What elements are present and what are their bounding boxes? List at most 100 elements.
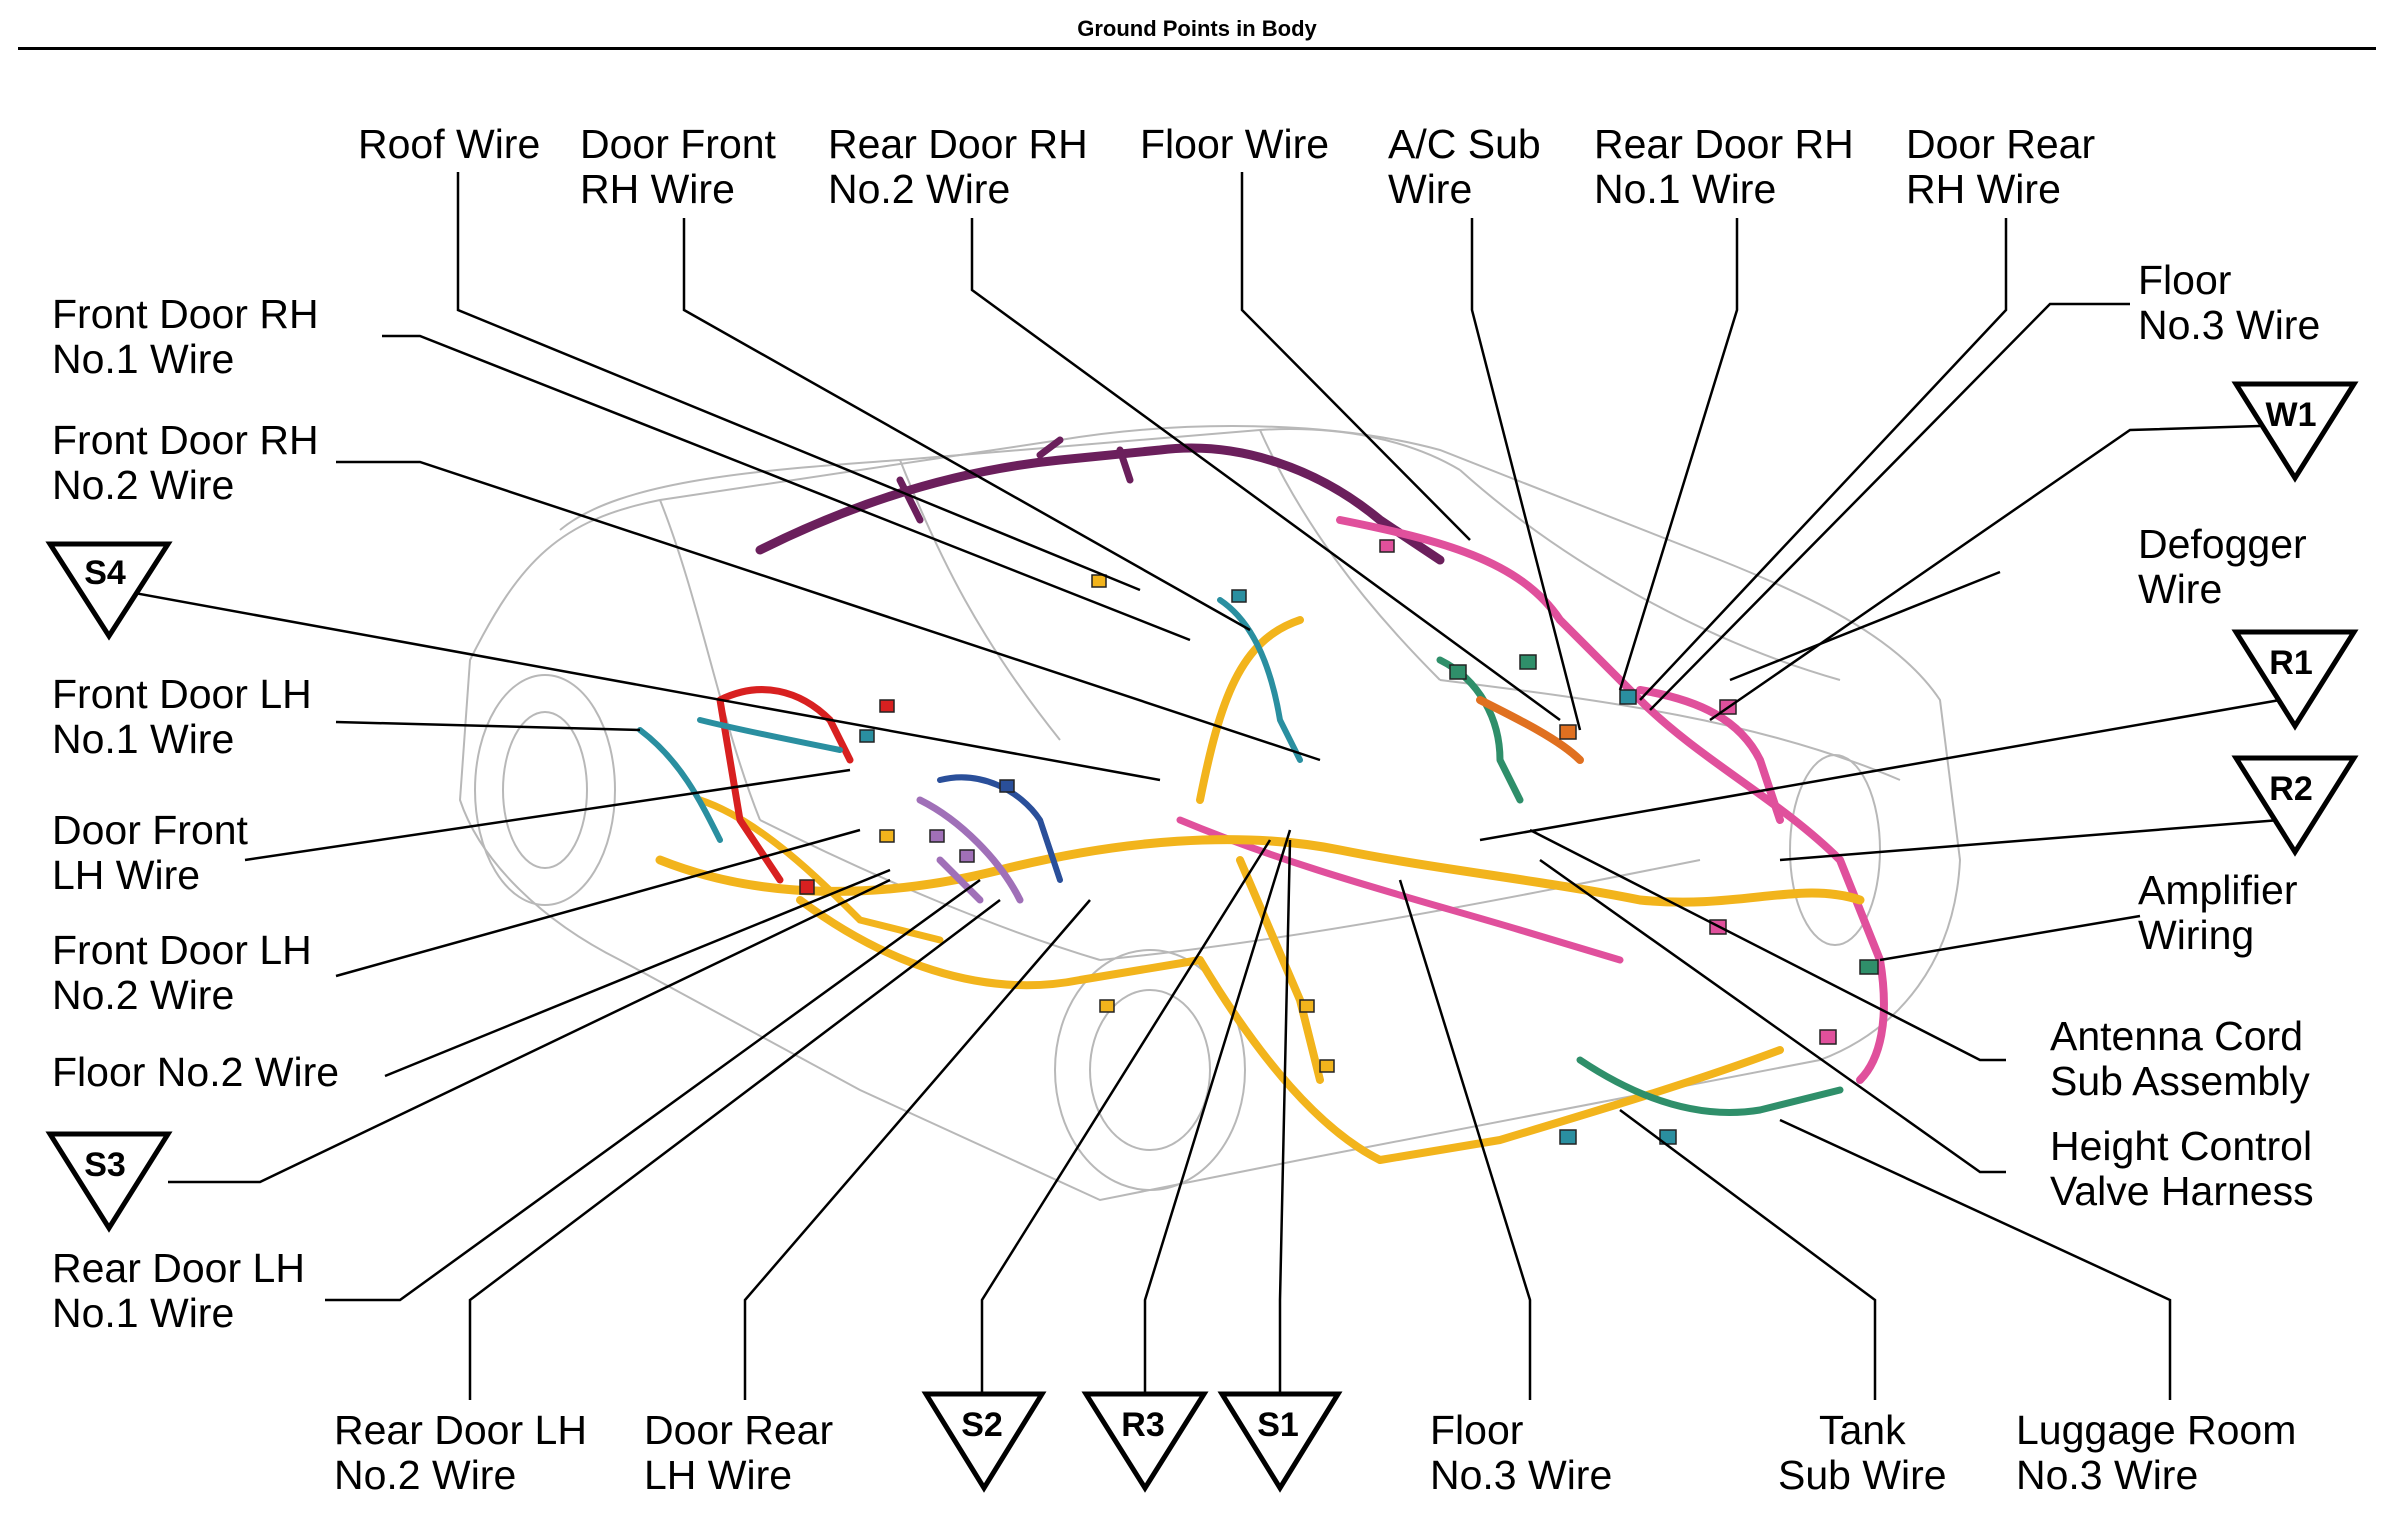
label-amplifier-wiring: Amplifier Wiring [2138,868,2297,958]
label-front-door-rh-no1-wire: Front Door RH No.1 Wire [52,292,319,382]
label-door-front-rh-wire: Door Front RH Wire [580,122,776,212]
floor-harness-pink [1336,516,1888,1084]
ground-label-s3: S3 [84,1146,126,1184]
label-line: No.3 Wire [2138,302,2321,348]
label-line: LH Wire [644,1452,793,1498]
label-line: LH Wire [52,852,201,898]
label-line: No.1 Wire [52,336,235,382]
label-floor-no3-wire-bottom: Floor No.3 Wire [1430,1408,1612,1498]
ground-point-r2: R2 [2231,755,2359,857]
label-line: No.1 Wire [52,1290,235,1336]
label-front-door-rh-no2-wire: Front Door RH No.2 Wire [52,418,319,508]
label-rear-door-rh-no2-wire: Rear Door RH No.2 Wire [828,122,1088,212]
title-rule [18,47,2376,50]
label-line: Rear Door LH [334,1407,587,1453]
label-line: Floor [2138,257,2232,303]
ground-point-r1: R1 [2231,629,2359,731]
label-door-front-lh-wire: Door Front LH Wire [52,808,248,898]
page-title: Ground Points in Body [1077,16,1317,41]
car-outline [458,425,1962,1202]
label-floor-no2-wire: Floor No.2 Wire [52,1050,339,1095]
label-door-rear-lh-wire: Door Rear LH Wire [644,1408,833,1498]
ground-point-s1: S1 [1217,1391,1343,1493]
ground-label-s1: S1 [1257,1406,1299,1444]
label-ac-sub-wire: A/C Sub Wire [1388,122,1541,212]
label-line: No.1 Wire [1594,166,1777,212]
label-line: Floor [1430,1407,1524,1453]
label-line: No.2 Wire [334,1452,517,1498]
label-roof-wire: Roof Wire [358,122,540,167]
label-line: Wire [1388,166,1473,212]
ground-label-r2: R2 [2269,770,2312,808]
label-line: Sub Assembly [2050,1058,2310,1104]
label-line: Door Rear [644,1407,834,1453]
roof-harness [755,443,1445,565]
label-rear-door-lh-no1-wire: Rear Door LH No.1 Wire [52,1246,305,1336]
label-front-door-lh-no2-wire: Front Door LH No.2 Wire [52,928,312,1018]
pink-harness-rear [1636,686,1784,824]
label-line: Rear Door RH [1594,121,1854,167]
label-line: No.1 Wire [52,716,235,762]
label-line: Rear Door LH [52,1245,305,1291]
ground-point-s4: S4 [45,541,173,641]
ground-point-r3: R3 [1081,1391,1209,1493]
orange-harness [1476,696,1584,764]
red-harness [716,686,854,884]
label-line: Wire [2138,566,2223,612]
leader-lines [117,172,2281,1400]
label-door-rear-rh-wire: Door Rear RH Wire [1906,122,2095,212]
label-floor-no3-wire-top: Floor No.3 Wire [2138,258,2320,348]
label-line: No.3 Wire [1430,1452,1613,1498]
connectors [799,539,1879,1145]
label-line: No.3 Wire [2016,1452,2199,1498]
label-line: RH Wire [1906,166,2061,212]
label-line: Antenna Cord [2050,1013,2304,1059]
ground-label-s2: S2 [961,1406,1003,1444]
label-antenna-cord-sub-assembly: Antenna Cord Sub Assembly [2050,1014,2310,1104]
label-line: Door Rear [1906,121,2096,167]
label-line: A/C Sub [1388,121,1541,167]
ground-point-w1: W1 [2231,381,2359,483]
label-line: Luggage Room [2016,1407,2297,1453]
ground-label-w1: W1 [2266,396,2317,434]
lilac-harness [916,796,1024,904]
label-line: RH Wire [580,166,735,212]
label-height-control-valve-harness: Height Control Valve Harness [2050,1124,2314,1214]
ground-label-r1: R1 [2269,644,2312,682]
label-defogger-wire: Defogger Wire [2138,522,2307,612]
label-line: Door Front [52,807,248,853]
label-line: No.2 Wire [828,166,1011,212]
label-luggage-room-no3-wire: Luggage Room No.3 Wire [2016,1408,2296,1498]
label-line: Valve Harness [2050,1168,2314,1214]
label-line: Defogger [2138,521,2307,567]
label-line: Front Door RH [52,291,319,337]
label-line: Floor No.2 Wire [52,1049,340,1095]
teal-harness-front-door [637,717,843,843]
label-line: Roof Wire [358,121,541,167]
roof-harness-branch [896,436,1134,524]
label-line: No.2 Wire [52,462,235,508]
wire-harnesses [637,436,1888,1164]
label-line: No.2 Wire [52,972,235,1018]
ground-label-s4: S4 [84,554,126,592]
label-line: Height Control [2050,1123,2313,1169]
label-line: Front Door LH [52,927,312,973]
ground-point-s3: S3 [45,1131,173,1233]
label-line: Amplifier [2138,867,2298,913]
main-floor-harness-yellow [655,835,1865,907]
label-rear-door-rh-no1-wire: Rear Door RH No.1 Wire [1594,122,1854,212]
label-line: Rear Door RH [828,121,1088,167]
label-rear-door-lh-no2-wire: Rear Door LH No.2 Wire [334,1408,587,1498]
teal-harness-center [1217,597,1303,763]
ground-point-s2: S2 [921,1391,1047,1493]
label-line: Floor Wire [1140,121,1330,167]
label-line: Tank [1819,1407,1906,1453]
label-front-door-lh-no1-wire: Front Door LH No.1 Wire [52,672,312,762]
label-line: Door Front [580,121,776,167]
label-line: Front Door LH [52,671,312,717]
ground-label-r3: R3 [1121,1406,1164,1444]
label-tank-sub-wire: Tank Sub Wire [1778,1408,1947,1498]
label-floor-wire: Floor Wire [1140,122,1329,167]
label-line: Wiring [2138,912,2255,958]
